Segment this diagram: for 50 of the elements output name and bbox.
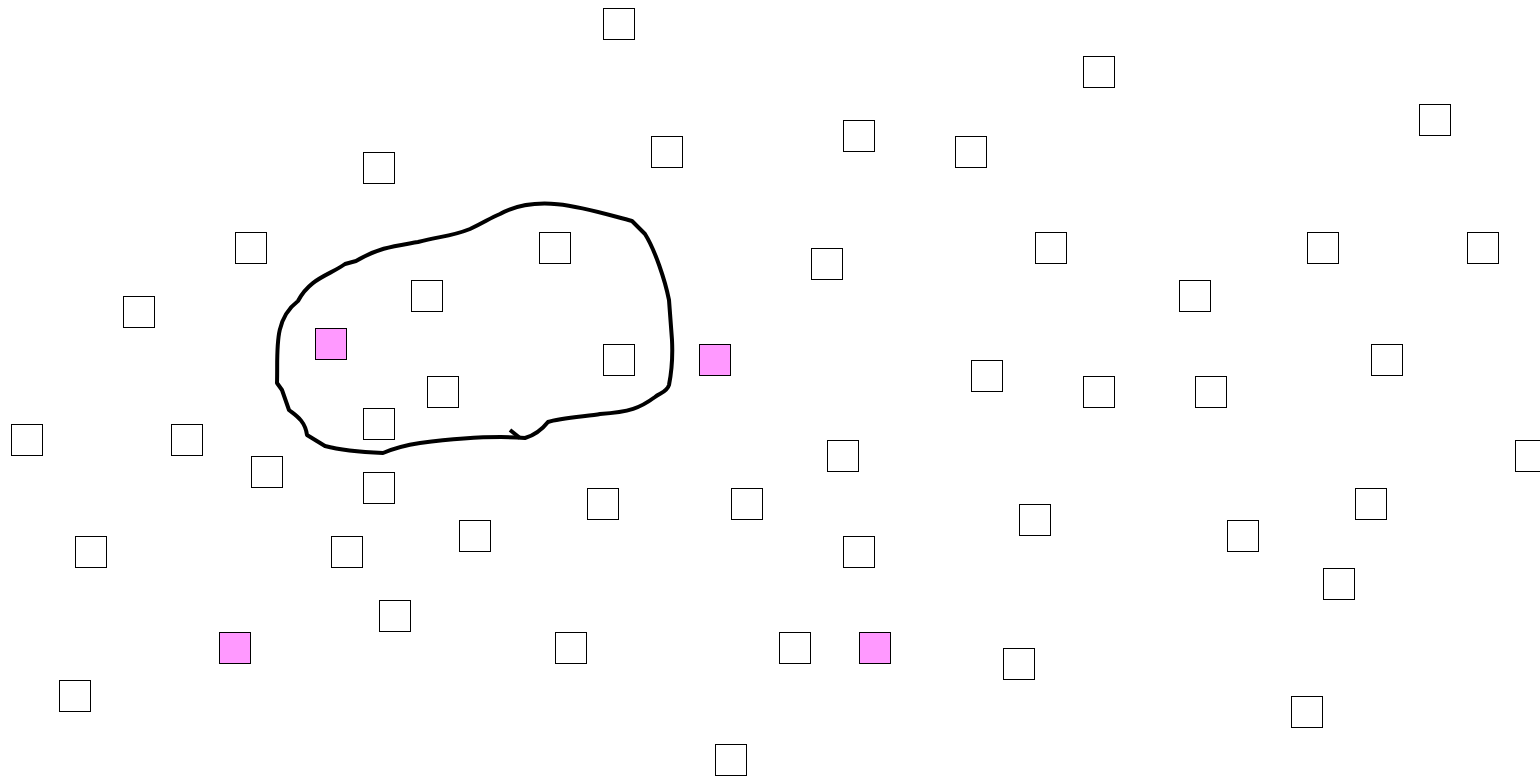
square xyxy=(379,600,411,632)
square xyxy=(1419,104,1451,136)
square xyxy=(1307,232,1339,264)
square xyxy=(539,232,571,264)
square xyxy=(123,296,155,328)
square xyxy=(715,744,747,776)
square xyxy=(1003,648,1035,680)
square xyxy=(859,632,891,664)
square xyxy=(459,520,491,552)
square xyxy=(235,232,267,264)
square xyxy=(363,408,395,440)
square xyxy=(1371,344,1403,376)
square xyxy=(1083,56,1115,88)
square xyxy=(955,136,987,168)
square xyxy=(171,424,203,456)
square xyxy=(363,152,395,184)
square xyxy=(699,344,731,376)
square xyxy=(219,632,251,664)
square xyxy=(75,536,107,568)
square xyxy=(811,248,843,280)
square xyxy=(1227,520,1259,552)
square xyxy=(1179,280,1211,312)
square xyxy=(843,536,875,568)
square xyxy=(427,376,459,408)
square xyxy=(1083,376,1115,408)
square xyxy=(651,136,683,168)
square xyxy=(1515,440,1540,472)
square xyxy=(843,120,875,152)
square xyxy=(587,488,619,520)
square xyxy=(1195,376,1227,408)
square xyxy=(11,424,43,456)
square xyxy=(1355,488,1387,520)
square xyxy=(1019,504,1051,536)
square xyxy=(971,360,1003,392)
square xyxy=(331,536,363,568)
square xyxy=(779,632,811,664)
square xyxy=(59,680,91,712)
square xyxy=(1467,232,1499,264)
square xyxy=(1323,568,1355,600)
square xyxy=(603,344,635,376)
square xyxy=(827,440,859,472)
square xyxy=(315,328,347,360)
square xyxy=(603,8,635,40)
square xyxy=(1291,696,1323,728)
square xyxy=(363,472,395,504)
square xyxy=(1035,232,1067,264)
square xyxy=(411,280,443,312)
square xyxy=(731,488,763,520)
square xyxy=(555,632,587,664)
square xyxy=(251,456,283,488)
